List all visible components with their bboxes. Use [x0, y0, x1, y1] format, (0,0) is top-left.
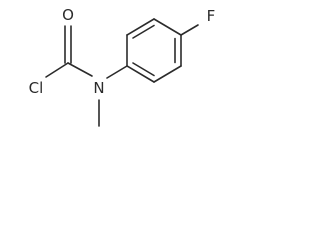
fluorine-atom-label: F: [207, 7, 216, 25]
nitrogen-aryl-bond: [106, 65, 128, 79]
chemical-structure-diagram: O Cl N F: [29, 6, 216, 127]
carbon-nitrogen-bond: [67, 62, 93, 77]
carbon-chlorine-bond: [45, 62, 69, 78]
ring-bond-5: [153, 65, 182, 83]
chlorine-atom-label: Cl: [29, 79, 44, 97]
ring-bond-3: [153, 18, 182, 36]
nitrogen-atom-label: N: [93, 79, 104, 97]
ring-bond-2: [126, 18, 155, 36]
ring-bond-6: [126, 65, 155, 83]
ring-inner-bond-3: [132, 62, 155, 77]
ring-inner-bond-1: [132, 24, 155, 39]
carbon-fluorine-bond: [180, 24, 199, 36]
oxygen-atom-label: O: [62, 6, 74, 24]
